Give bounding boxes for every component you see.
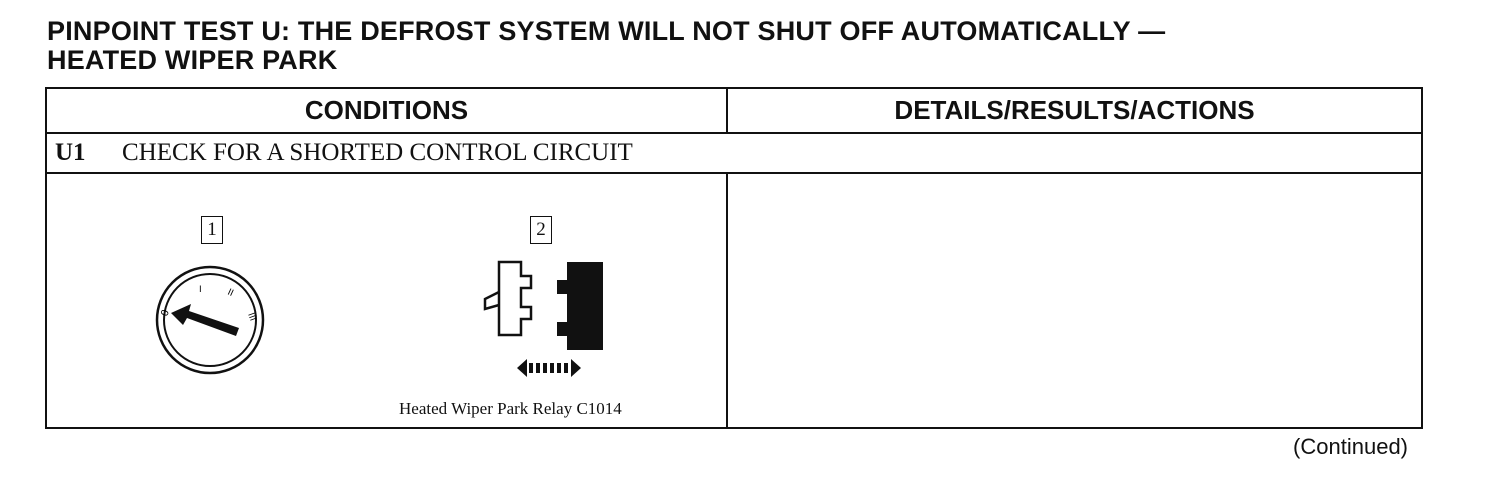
callout-1: 1 [201, 216, 223, 244]
callout-2: 2 [530, 216, 552, 244]
page-title: PINPOINT TEST U: THE DEFROST SYSTEM WILL… [47, 17, 1467, 75]
details-cell [728, 174, 1421, 427]
column-header-conditions: CONDITIONS [47, 89, 728, 132]
ignition-mark-1: I [199, 285, 202, 295]
title-line-1: PINPOINT TEST U: THE DEFROST SYSTEM WILL… [47, 16, 1166, 46]
pinpoint-test-table: CONDITIONS DETAILS/RESULTS/ACTIONS U1 CH… [45, 87, 1423, 429]
title-line-2: HEATED WIPER PARK [47, 45, 338, 75]
step-title: CHECK FOR A SHORTED CONTROL CIRCUIT [122, 139, 633, 166]
double-arrow-icon [517, 359, 581, 377]
ignition-mark-0: 0 [159, 308, 172, 318]
column-header-details: DETAILS/RESULTS/ACTIONS [894, 95, 1255, 125]
continued-label: (Continued) [1293, 434, 1408, 459]
conditions-cell: 1 2 0 I II III [47, 174, 728, 427]
ignition-mark-3: III [245, 312, 257, 323]
ignition-mark-2: II [226, 288, 235, 299]
connector-disconnect-icon [483, 260, 603, 377]
step-row: U1 CHECK FOR A SHORTED CONTROL CIRCUIT [47, 134, 1421, 174]
step-id: U1 [55, 139, 86, 166]
figure-caption: Heated Wiper Park Relay C1014 [399, 399, 622, 418]
ignition-switch-off-icon: 0 I II III [155, 265, 265, 375]
table-header: CONDITIONS DETAILS/RESULTS/ACTIONS [47, 89, 1421, 134]
